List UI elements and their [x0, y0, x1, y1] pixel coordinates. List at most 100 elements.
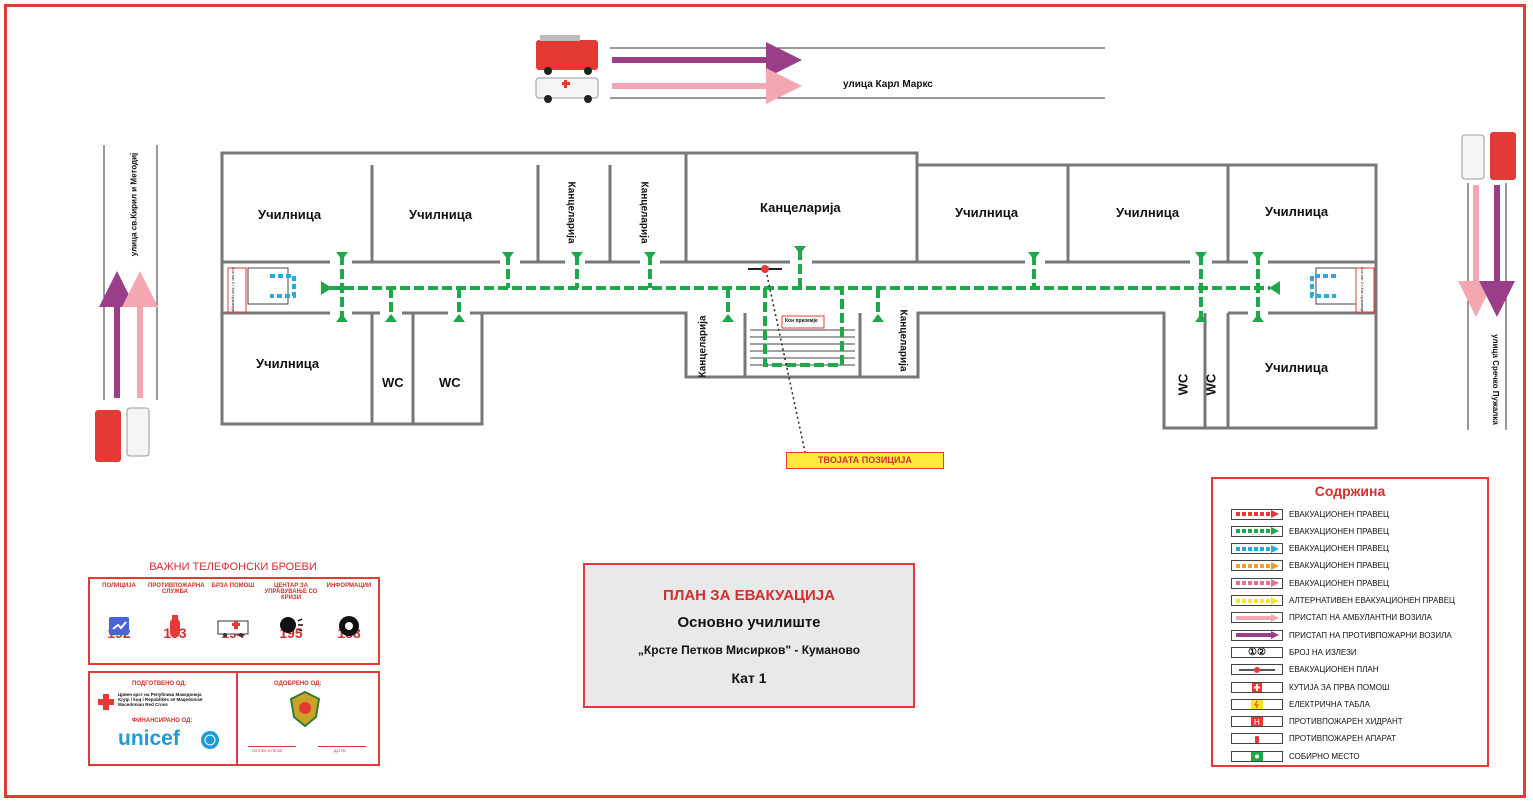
stairs-label-right: Кон кат 2 / Кон приземје [1359, 267, 1365, 312]
legend-item: H ПРОТИВПОЖАРЕН ХИДРАНТ [1231, 715, 1403, 729]
your-position-pointer [766, 274, 806, 453]
room-office-1: Канцеларија [565, 181, 577, 244]
room-classroom-2: Училница [409, 207, 473, 222]
legend-swatch [1231, 698, 1283, 710]
legend-swatch [1231, 595, 1283, 606]
legend-swatch [1231, 750, 1283, 762]
legend-swatch: H [1231, 716, 1283, 728]
legend-item: ЕВАКУАЦИОНЕН ПРАВЕЦ [1231, 542, 1389, 556]
right-stairs [1310, 267, 1375, 313]
room-classroom-1: Училница [258, 207, 322, 222]
room-wc-2: WC [439, 375, 461, 390]
legend-swatch [1231, 577, 1283, 589]
legend-swatch [1231, 733, 1283, 745]
legend-item-label: ПРИСТАП НА ПРОТИВПОЖАРНИ ВОЗИЛА [1289, 630, 1452, 640]
room-wc-3: WC [1175, 373, 1191, 396]
legend-item-label: ЕВАКУАЦИОНЕН ПРАВЕЦ [1289, 544, 1389, 554]
legend-item-label: ЕВАКУАЦИОНЕН ПРАВЕЦ [1289, 526, 1389, 536]
phone-police: ПОЛИЦИЈА 192 [92, 583, 146, 641]
evacuation-arrowheads [321, 246, 1280, 322]
legend-item-label: ЕВАКУАЦИОНЕН ПРАВЕЦ [1289, 561, 1389, 571]
legend-item: ЕВАКУАЦИОНЕН ПРАВЕЦ [1231, 507, 1389, 521]
legend-item-label: ЕВАКУАЦИОНЕН ПРАВЕЦ [1289, 509, 1389, 519]
approved-by-label: ОДОБРЕНО ОД: [274, 681, 322, 687]
legend-swatch: ①② [1231, 646, 1283, 658]
sign-label: ПОТПИС И ПЕЧАТ [252, 749, 283, 753]
vehicles-icon-right [1461, 132, 1516, 180]
legend-title: Содржина [1314, 483, 1386, 499]
legend-swatch [1231, 525, 1283, 537]
room-office-3: Канцеларија [697, 315, 709, 378]
legend-item-label: БРОЈ НА ИЗЛЕЗИ [1289, 647, 1357, 657]
legend-swatch [1231, 508, 1283, 520]
street-left-label: улица св.Кирил и Методиј [129, 152, 139, 257]
financed-by-label: ФИНАНСИРАНО ОД: [132, 718, 193, 724]
phone-numbers-box: ПОЛИЦИЈА 192 ПРОТИВПОЖАРНА СЛУЖБА 193 БР… [88, 577, 380, 665]
legend-item: ЕВАКУАЦИОНЕН ПРАВЕЦ [1231, 524, 1389, 538]
legend-item-label: СОБИРНО МЕСТО [1289, 751, 1360, 761]
floor-label: Кат 1 [731, 670, 767, 686]
prepared-by-label: ПОДГОТВЕНО ОД: [132, 681, 187, 687]
legend-item: ПРИСТАП НА АМБУЛАНТНИ ВОЗИЛА [1231, 611, 1432, 625]
room-classroom-4: Училница [1116, 205, 1180, 220]
rotary-phone-icon [339, 616, 359, 636]
stairs-label-center: Кон приземје [785, 318, 818, 324]
phone-crisis: ЦЕНТАР ЗА УПРАВУВАЊЕ СО КРИЗИ 195 [264, 583, 318, 641]
legend-item: ПРИСТАП НА ПРОТИВПОЖАРНИ ВОЗИЛА [1231, 628, 1452, 642]
school-type: Основно училиште [677, 614, 821, 631]
room-classroom-7: Училница [1265, 360, 1329, 375]
legend-item: АЛТЕРНАТИВЕН ЕВАКУАЦИОНЕН ПРАВЕЦ [1231, 594, 1455, 608]
room-wc-4: WC [1203, 373, 1219, 396]
legend-swatch [1231, 560, 1283, 572]
vehicles-icon-left [95, 407, 150, 462]
fire-extinguisher-icon [170, 615, 180, 637]
ambulance-icon [535, 77, 599, 103]
room-classroom-5: Училница [1265, 204, 1329, 219]
unicef-globe-icon [201, 731, 219, 749]
stairs-label-left: Кон кат 2 / Кон приземје [230, 267, 236, 312]
legend-item: ЕЛЕКТРИЧНА ТАБЛА [1231, 697, 1370, 711]
phones-heading: ВАЖНИ ТЕЛЕФОНСКИ БРОЕВИ [149, 561, 317, 573]
plan-title: ПЛАН ЗА ЕВАКУАЦИЈА [663, 587, 835, 604]
your-position-dot [761, 265, 769, 273]
legend-item: ЕВАКУАЦИОНЕН ПРАВЕЦ [1231, 559, 1389, 573]
legend-item: КУТИЈА ЗА ПРВА ПОМОШ [1231, 680, 1389, 694]
page-frame [4, 4, 1526, 798]
school-name: „Крсте Петков Мисирков" - Куманово [637, 643, 861, 657]
legend-item: ①② БРОЈ НА ИЗЛЕЗИ [1231, 645, 1357, 659]
legend-item: СОБИРНО МЕСТО [1231, 749, 1360, 763]
police-icon [109, 617, 129, 635]
crisis-center-emblem-icon [290, 691, 320, 727]
legend-item-label: ЕВАКУАЦИОНЕН ПРАВЕЦ [1289, 578, 1389, 588]
legend-item: ЕВАКУАЦИОНЕН ПЛАН [1231, 663, 1379, 677]
legend-item-label: ПРОТИВПОЖАРЕН ХИДРАНТ [1289, 717, 1403, 727]
street-right-label: улица Сречко Пужалка [1490, 334, 1500, 425]
legend-swatch [1231, 664, 1283, 676]
speaking-head-icon [280, 617, 303, 633]
room-wc-1: WC [382, 375, 404, 390]
red-cross-icon [98, 694, 114, 710]
legend-swatch [1231, 612, 1283, 624]
legend: Содржина ЕВАКУАЦИОНЕН ПРАВЕЦ ЕВАКУАЦИОНЕН… [1211, 477, 1489, 767]
ambulance-icon [217, 620, 249, 637]
room-office-main: Канцеларија [760, 200, 841, 215]
legend-swatch [1231, 543, 1283, 555]
phone-info: ИНФОРМАЦИИ 188 [322, 583, 376, 641]
svg-text:H: H [1254, 718, 1260, 726]
credits-box: ПОДГОТВЕНО ОД: Црвен крст на Република М… [88, 671, 380, 766]
left-stairs [227, 267, 296, 313]
legend-item-label: ПРОТИВПОЖАРЕН АПАРАТ [1289, 734, 1397, 744]
legend-item-label: ПРИСТАП НА АМБУЛАНТНИ ВОЗИЛА [1289, 613, 1432, 623]
legend-swatch [1231, 681, 1283, 693]
legend-item-label: ЕЛЕКТРИЧНА ТАБЛА [1289, 699, 1371, 709]
your-position-tag: ТВОЈАТА ПОЗИЦИЈА [786, 452, 944, 469]
room-classroom-6: Училница [256, 356, 320, 371]
evacuation-route [330, 250, 1270, 367]
unicef-logo: unicef [118, 727, 180, 750]
phone-fire: ПРОТИВПОЖАРНА СЛУЖБА 193 [148, 583, 205, 641]
legend-item: ПРОТИВПОЖАРЕН АПАРАТ [1231, 732, 1396, 746]
phone-ambulance: БРЗА ПОМОШ 194 [206, 583, 260, 641]
street-top-label: улица Карл Маркс [843, 79, 933, 90]
room-classroom-3: Училница [955, 205, 1019, 220]
